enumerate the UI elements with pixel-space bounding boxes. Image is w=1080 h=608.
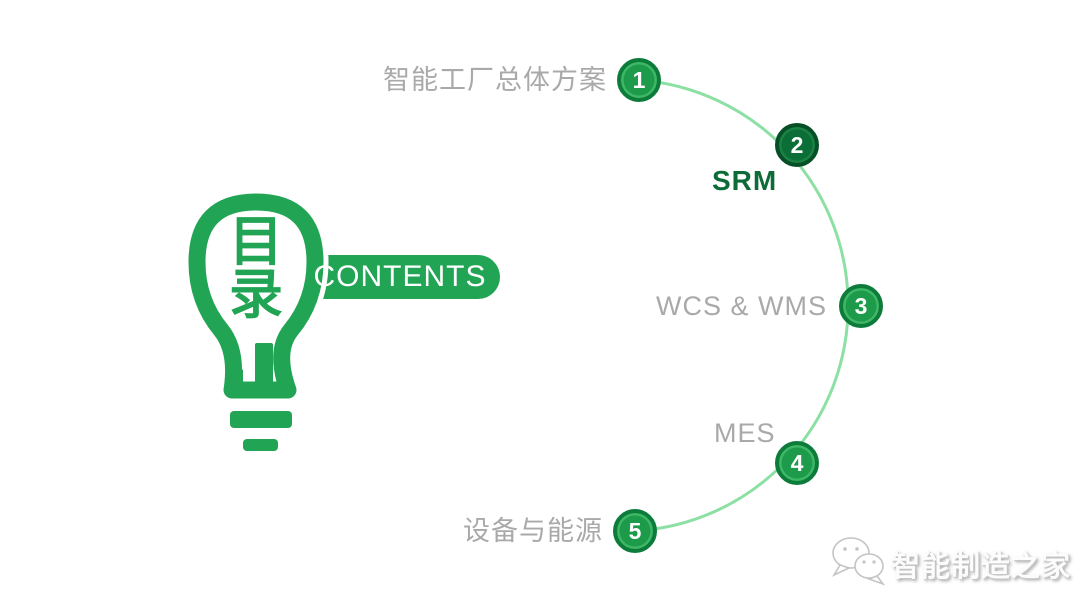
contents-pill bbox=[300, 255, 500, 299]
toc-label-2: SRM bbox=[712, 165, 778, 196]
toc-step-circle-1: 1 bbox=[617, 58, 661, 102]
bulb-base-bar-top bbox=[230, 411, 292, 428]
bulb-icon bbox=[183, 188, 329, 451]
toc-label-1: 智能工厂总体方案 bbox=[383, 65, 607, 95]
toc-step-circle-2: 2 bbox=[775, 123, 819, 167]
wechat-icon bbox=[831, 537, 886, 586]
toc-step-number-1: 1 bbox=[632, 66, 646, 93]
bulb-title-char-bottom: 录 bbox=[229, 265, 283, 325]
toc-step-circle-5: 5 bbox=[613, 509, 657, 553]
bulb-filament-bar bbox=[255, 343, 273, 395]
bulb-title: 目 录 bbox=[224, 212, 288, 325]
bulb-glass-outline bbox=[188, 193, 324, 399]
toc-step-number-4: 4 bbox=[790, 449, 804, 476]
toc-step-number-5: 5 bbox=[628, 517, 642, 544]
toc-label-4: MES bbox=[714, 418, 776, 448]
bulb-filament-stub bbox=[230, 369, 243, 396]
toc-label-5: 设备与能源 bbox=[463, 516, 603, 546]
toc-step-number-3: 3 bbox=[854, 292, 868, 319]
contents-label: CONTENTS bbox=[313, 260, 487, 293]
toc-step-circle-4: 4 bbox=[775, 441, 819, 485]
bulb-base-bar-bottom bbox=[243, 439, 278, 451]
bulb-title-char-top: 目 bbox=[229, 212, 283, 272]
toc-label-3: WCS & WMS bbox=[656, 291, 827, 321]
watermark-label: 智能制造之家 bbox=[891, 551, 1072, 583]
toc-step-number-2: 2 bbox=[790, 131, 804, 158]
toc-step-circle-3: 3 bbox=[839, 284, 883, 328]
